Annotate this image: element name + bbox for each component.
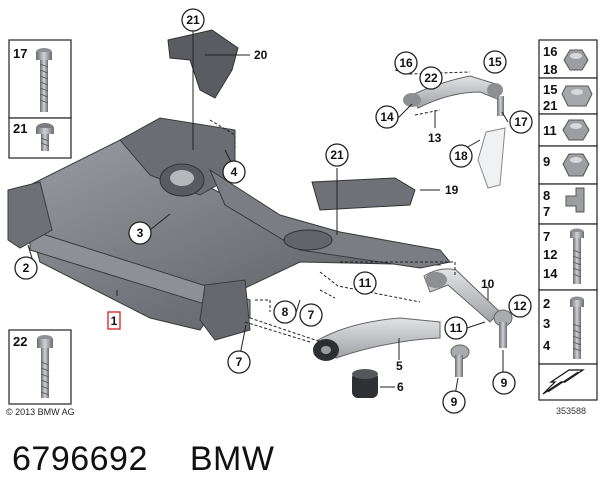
- figure-number: 353588: [556, 406, 587, 416]
- callout-18: 18: [449, 144, 473, 168]
- svg-text:13: 13: [428, 131, 442, 145]
- legend-label-21r: 21: [543, 98, 557, 113]
- right-legend: 16 18 15 21 11 9 8 7 7 12 14 2 3 4: [538, 39, 598, 401]
- svg-text:21: 21: [330, 148, 344, 162]
- callout-19: 19: [445, 183, 459, 197]
- legend-label-15: 15: [543, 82, 557, 97]
- callout-16: 16: [394, 51, 418, 75]
- svg-text:22: 22: [424, 71, 438, 85]
- bolt-2-3-4-icon: [570, 296, 584, 359]
- callout-8: 8: [273, 300, 297, 324]
- callouts: 21 20 4 3 2 1 21 19 16: [14, 8, 533, 414]
- nut-15-21-icon: [561, 85, 593, 107]
- legend-label-3: 3: [543, 316, 550, 331]
- bolt-21-icon: [36, 123, 54, 151]
- callout-6: 6: [397, 380, 404, 394]
- callout-4: 4: [222, 160, 246, 184]
- orientation-arrow-icon: [542, 369, 585, 395]
- callout-17: 17: [509, 110, 533, 134]
- svg-text:4: 4: [231, 165, 238, 179]
- callout-11-upper: 11: [353, 271, 377, 295]
- callout-7-lower: 7: [227, 350, 251, 374]
- legend-label-16: 16: [543, 44, 557, 59]
- svg-text:8: 8: [282, 305, 289, 319]
- svg-text:10: 10: [481, 277, 495, 291]
- callout-20: 20: [254, 48, 268, 62]
- nut-9-icon: [562, 153, 590, 177]
- legend-label-21: 21: [13, 121, 27, 136]
- svg-text:6: 6: [397, 380, 404, 394]
- svg-text:17: 17: [514, 115, 528, 129]
- callout-11-lower: 11: [444, 316, 468, 340]
- bolt-22-icon: [37, 335, 53, 398]
- clip-8-7-icon: [565, 187, 585, 213]
- svg-text:15: 15: [488, 55, 502, 69]
- callout-9-right: 9: [492, 371, 516, 395]
- svg-text:21: 21: [186, 13, 200, 27]
- callout-5: 5: [396, 359, 403, 373]
- front-axle-subframe: [7, 29, 451, 341]
- svg-text:20: 20: [254, 48, 268, 62]
- svg-text:19: 19: [445, 183, 459, 197]
- callout-9-lower: 9: [442, 390, 466, 414]
- bolt-17-icon: [36, 48, 52, 112]
- callout-22-upper: 22: [419, 66, 443, 90]
- svg-text:2: 2: [23, 261, 30, 275]
- control-arm-5: [313, 317, 470, 377]
- brand-name: BMW: [189, 440, 275, 478]
- legend-label-11: 11: [543, 123, 557, 138]
- svg-text:3: 3: [137, 226, 144, 240]
- callout-13: 13: [428, 131, 442, 145]
- legend-label-17: 17: [13, 46, 27, 61]
- bushing-6: [352, 369, 378, 398]
- nut-16-18-icon: [563, 49, 589, 71]
- control-arm-10: [423, 268, 513, 348]
- caption: 6796692 BMW: [12, 440, 316, 479]
- legend-label-18: 18: [543, 62, 557, 77]
- svg-text:1: 1: [111, 314, 118, 328]
- callout-3: 3: [128, 221, 152, 245]
- legend-label-12: 12: [543, 247, 557, 262]
- upper-control-arm-13: [403, 75, 506, 189]
- callout-14: 14: [375, 105, 399, 129]
- svg-text:9: 9: [501, 376, 508, 390]
- svg-text:12: 12: [513, 299, 527, 313]
- legend-label-9: 9: [543, 154, 550, 169]
- svg-text:7: 7: [308, 308, 315, 322]
- svg-text:11: 11: [450, 321, 463, 335]
- legend-label-7: 7: [543, 204, 550, 219]
- callout-7-mid: 7: [299, 303, 323, 327]
- callout-2: 2: [14, 256, 38, 280]
- callout-21-top: 21: [181, 8, 205, 32]
- legend-label-7b: 7: [543, 229, 550, 244]
- bolt-12-14-icon: [570, 228, 584, 284]
- callout-10: 10: [481, 277, 495, 291]
- callout-1: 1: [107, 311, 121, 330]
- copyright-notice: © 2013 BMW AG: [6, 407, 75, 417]
- left-legend: 17 21 22: [8, 39, 72, 405]
- legend-label-4: 4: [543, 338, 551, 353]
- legend-label-2: 2: [543, 296, 550, 311]
- svg-text:11: 11: [359, 276, 372, 290]
- svg-text:7: 7: [236, 355, 243, 369]
- part-number: 6796692: [12, 440, 148, 478]
- callout-15: 15: [483, 50, 507, 74]
- legend-label-8: 8: [543, 188, 550, 203]
- nut-11-icon: [562, 119, 590, 141]
- svg-text:18: 18: [454, 149, 468, 163]
- svg-text:5: 5: [396, 359, 403, 373]
- svg-text:14: 14: [380, 110, 394, 124]
- svg-text:16: 16: [399, 56, 413, 70]
- callout-12: 12: [508, 294, 532, 318]
- legend-label-14: 14: [543, 266, 558, 281]
- callout-21-mid: 21: [325, 143, 349, 167]
- svg-text:9: 9: [451, 395, 458, 409]
- legend-label-22: 22: [13, 334, 27, 349]
